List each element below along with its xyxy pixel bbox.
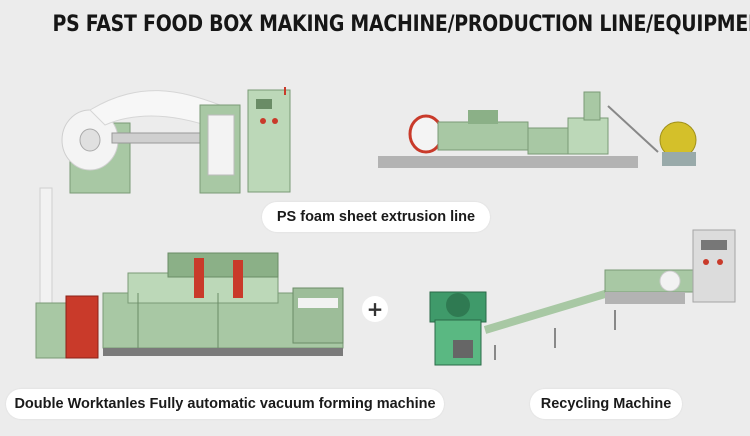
plus-icon: + [362, 296, 388, 322]
vacuum-forming-machine-image [35, 187, 344, 359]
page-title: PS FAST FOOD BOX MAKING MACHINE/PRODUCTI… [52, 12, 750, 37]
sheet-winder-image [61, 87, 291, 194]
label-recycling-machine: Recycling Machine [530, 389, 682, 419]
label-extrusion-line: PS foam sheet extrusion line [262, 202, 490, 232]
recycling-machine-image [429, 229, 736, 366]
label-vacuum-forming-machine: Double Worktanles Fully automatic vacuum… [6, 389, 444, 419]
extrusion-line-image [378, 91, 697, 168]
